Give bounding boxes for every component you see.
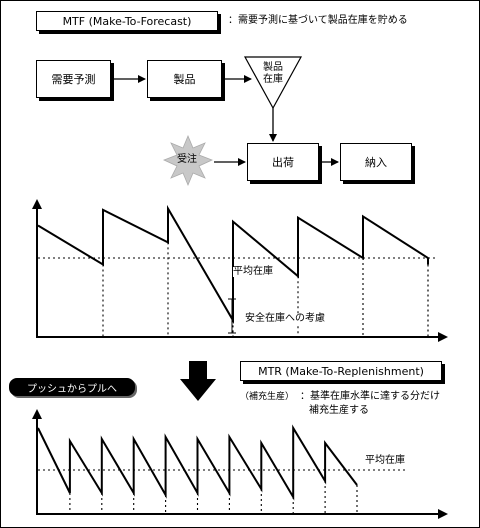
mtf-title: MTF (Make-To-Forecast) [36, 11, 218, 31]
shipping-box: 出荷 [247, 143, 319, 181]
mtr-prefix: （補充生産） [240, 392, 295, 402]
inventory-triangle [243, 56, 303, 110]
mtr-reorder-markers [69, 481, 358, 513]
mtf-safety-label: 安全在庫への考慮 [245, 313, 325, 324]
product-box: 製品 [147, 60, 222, 98]
mtf-axes [32, 199, 448, 342]
mtr-description-line2: 補充生産する [309, 405, 369, 416]
down-arrow-icon [180, 361, 216, 401]
mtf-safety-bracket [228, 298, 236, 334]
inventory-label-2: 在庫 [263, 74, 283, 85]
mtr-title: MTR (Make-To-Replenishment) [240, 361, 442, 381]
push-to-pull-badge: プッシュからプルへ [9, 378, 135, 396]
mtf-inventory-series [37, 204, 429, 325]
mtf-average-label: 平均在庫 [233, 266, 273, 277]
mtf-description: ：需要予測に基づいて製品在庫を貯める [228, 15, 408, 26]
inventory-label-1: 製品 [263, 62, 283, 73]
mtr-inventory-chart [32, 409, 448, 519]
mtr-average-label: 平均在庫 [365, 455, 405, 466]
product-label: 製品 [173, 73, 196, 86]
order-starburst [162, 134, 214, 187]
delivery-box: 納入 [340, 143, 412, 181]
push-to-pull-label: プッシュからプルへ [27, 383, 117, 395]
shipping-label: 出荷 [272, 156, 294, 169]
delivery-label: 納入 [365, 156, 387, 169]
mtf-inventory-chart [32, 199, 448, 342]
mtr-inventory-series [37, 424, 358, 501]
mtr-axes [32, 409, 448, 519]
forecast-label: 需要予測 [51, 73, 96, 86]
forecast-box: 需要予測 [36, 60, 111, 98]
order-label: 受注 [177, 154, 197, 165]
mtr-description-line1: ：基準在庫水準に達する分だけ [300, 391, 440, 402]
flow-connectors [114, 56, 339, 187]
